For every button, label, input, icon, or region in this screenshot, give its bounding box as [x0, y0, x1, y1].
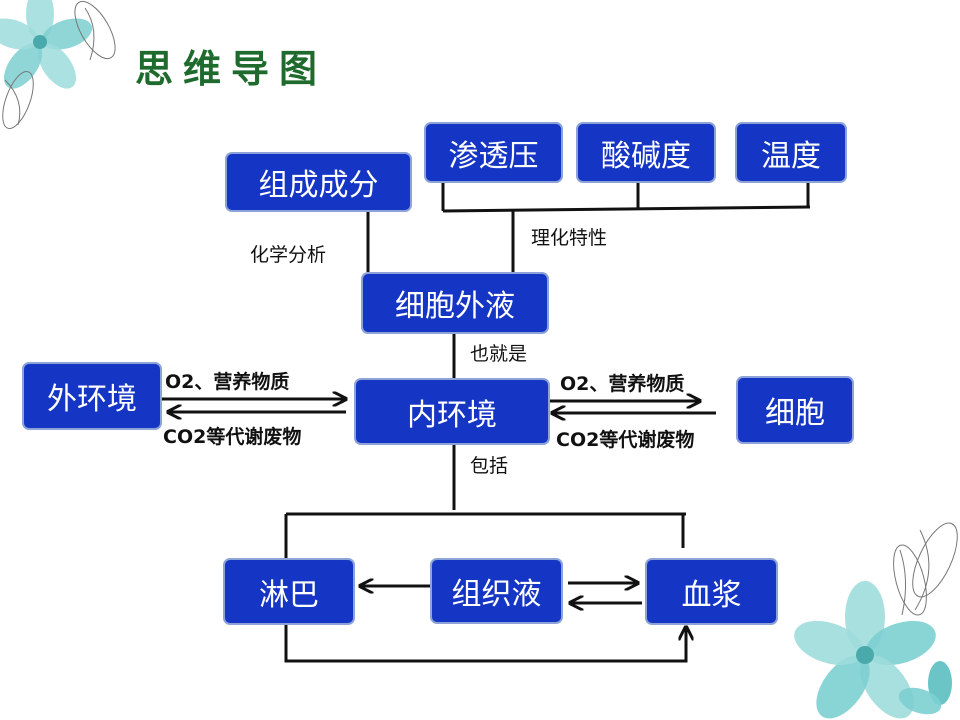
label-o2-right: O2、营养物质 [560, 373, 685, 395]
flower-decoration-top-left [0, 0, 116, 129]
page-title: 思维导图 [135, 46, 328, 91]
label-lihua-texing: 理化特性 [531, 227, 608, 249]
label-co2-right: CO2等代谢废物 [556, 429, 695, 451]
node-xuejiang: 血浆 [645, 558, 778, 625]
node-neihuanjing: 内环境 [354, 378, 550, 445]
node-linba: 淋巴 [223, 558, 355, 625]
line-lihua-bracket [442, 205, 811, 213]
label-ye-jiu-shi: 也就是 [470, 343, 528, 365]
label-huaxue-fenxi: 化学分析 [250, 244, 327, 266]
label-o2-left: O2、营养物质 [165, 371, 290, 393]
label-bao-kuo: 包括 [470, 455, 509, 477]
node-zucheng-chengfen: 组成成分 [225, 152, 412, 212]
node-waihuanjing: 外环境 [22, 362, 162, 430]
label-co2-left: CO2等代谢废物 [163, 426, 302, 448]
node-zuzhiye: 组织液 [430, 558, 563, 624]
node-shentouya: 渗透压 [424, 122, 563, 183]
node-xibaowaiye: 细胞外液 [361, 272, 549, 334]
node-suanjiandu: 酸碱度 [576, 122, 716, 183]
node-xibao: 细胞 [736, 376, 854, 444]
node-wendu: 温度 [735, 122, 847, 183]
flower-decoration-bottom-right [794, 522, 958, 719]
arrow-linba-to-xuejiang [284, 618, 686, 663]
